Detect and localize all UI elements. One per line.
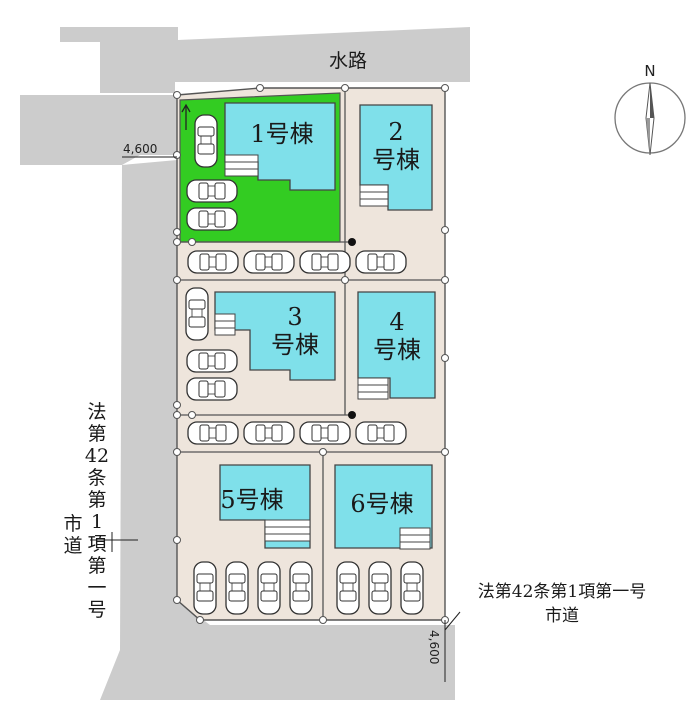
building-5-label: 5号棟: [220, 486, 283, 514]
car-icon: [225, 561, 249, 615]
marker-dot-2: [348, 411, 356, 419]
marker-dot-1: [348, 238, 356, 246]
building-4-label: 号棟: [373, 336, 421, 364]
buildings: [214, 102, 436, 550]
width-west-label: 4,600: [123, 142, 157, 156]
lot-lines: [177, 88, 445, 620]
road-west-upper: [20, 95, 177, 165]
building-2-label-num: 2: [388, 118, 403, 146]
building-1-label: 1号棟: [250, 120, 313, 148]
car-icon: [299, 250, 351, 274]
north-label: N: [644, 62, 655, 80]
car-icon: [187, 250, 239, 274]
building-4-label-num: 4: [389, 308, 404, 336]
car-icon: [289, 561, 313, 615]
car-icon: [243, 421, 295, 445]
car-icon: [368, 561, 392, 615]
car-icon: [186, 377, 238, 401]
car-icon: [336, 561, 360, 615]
width-south-label: 4,600: [427, 630, 441, 664]
car-icon: [257, 561, 281, 615]
road-south-label-1: 法第42条第1項第一号: [478, 582, 646, 602]
building-6: [334, 464, 433, 549]
road-south-label-2: 市道: [545, 606, 579, 626]
car-icon: [355, 421, 407, 445]
car-icon: [186, 349, 238, 373]
dimension-south: [444, 611, 461, 682]
waterway-label: 水路: [329, 50, 367, 72]
roads: [20, 27, 470, 700]
building-3-label: 号棟: [271, 331, 319, 359]
car-icon: [400, 561, 424, 615]
car-icon: [186, 179, 238, 203]
car-icon: [355, 250, 407, 274]
car-icon: [243, 250, 295, 274]
building-6-label: 6号棟: [350, 490, 413, 518]
road-west: [100, 160, 455, 700]
building-2-label: 号棟: [372, 146, 420, 174]
car-icon: [186, 207, 238, 231]
car-icon: [299, 421, 351, 445]
car-icon: [193, 561, 217, 615]
road-west-leader: [90, 532, 138, 552]
survey-points: [173, 84, 449, 624]
road-waterway: [60, 27, 470, 93]
car-icon: [185, 287, 209, 341]
entrance-arrow-icon: [181, 103, 191, 130]
north-compass-icon: [614, 82, 686, 156]
car-icon: [187, 421, 239, 445]
building-3-label-num: 3: [287, 303, 302, 331]
car-icon: [194, 114, 218, 168]
